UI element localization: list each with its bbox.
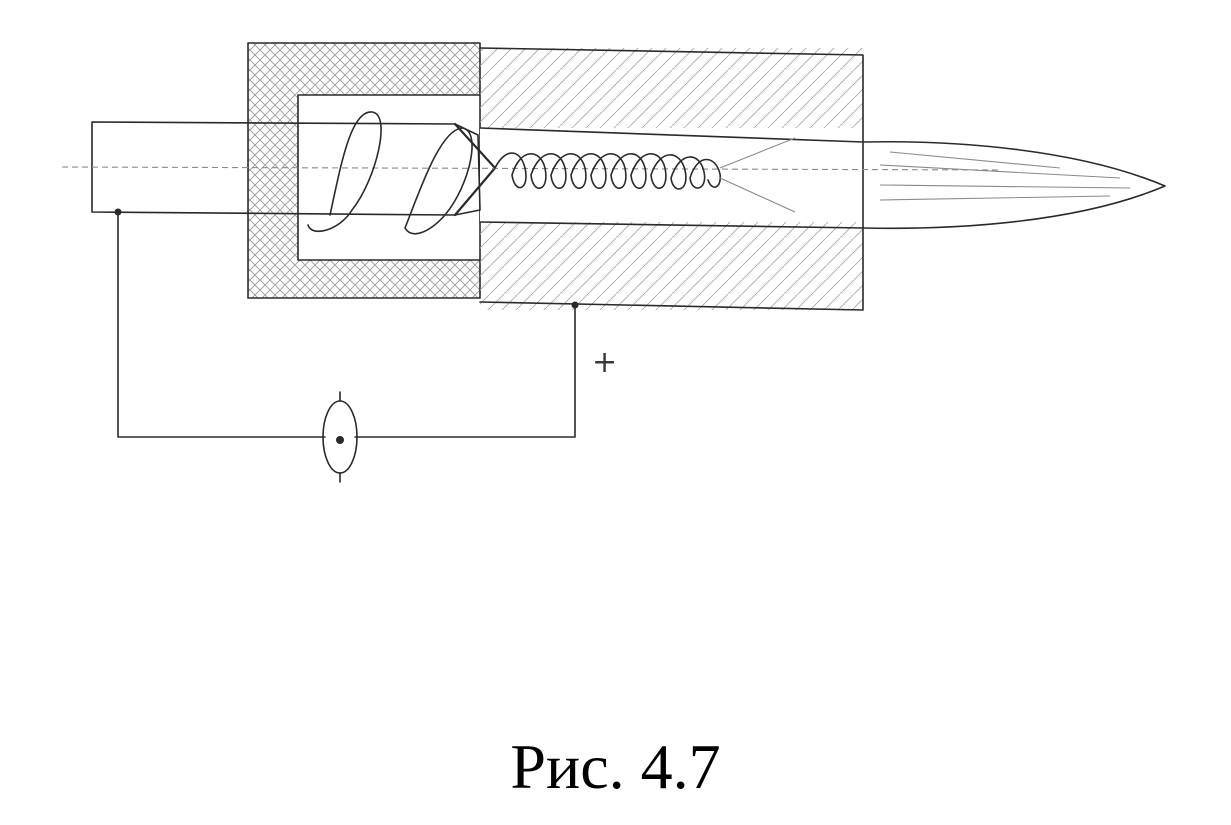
gas-swirl-helix	[307, 111, 473, 235]
plasma-jet	[862, 140, 1166, 230]
insulator-housing	[247, 42, 481, 299]
anode-nozzle-block	[479, 47, 864, 311]
arc-coil	[494, 137, 796, 213]
figure-caption: Рис. 4.7	[510, 731, 721, 802]
power-circuit	[114, 208, 579, 438]
power-source-icon	[322, 391, 358, 483]
polarity-plus-label: +	[592, 345, 617, 380]
